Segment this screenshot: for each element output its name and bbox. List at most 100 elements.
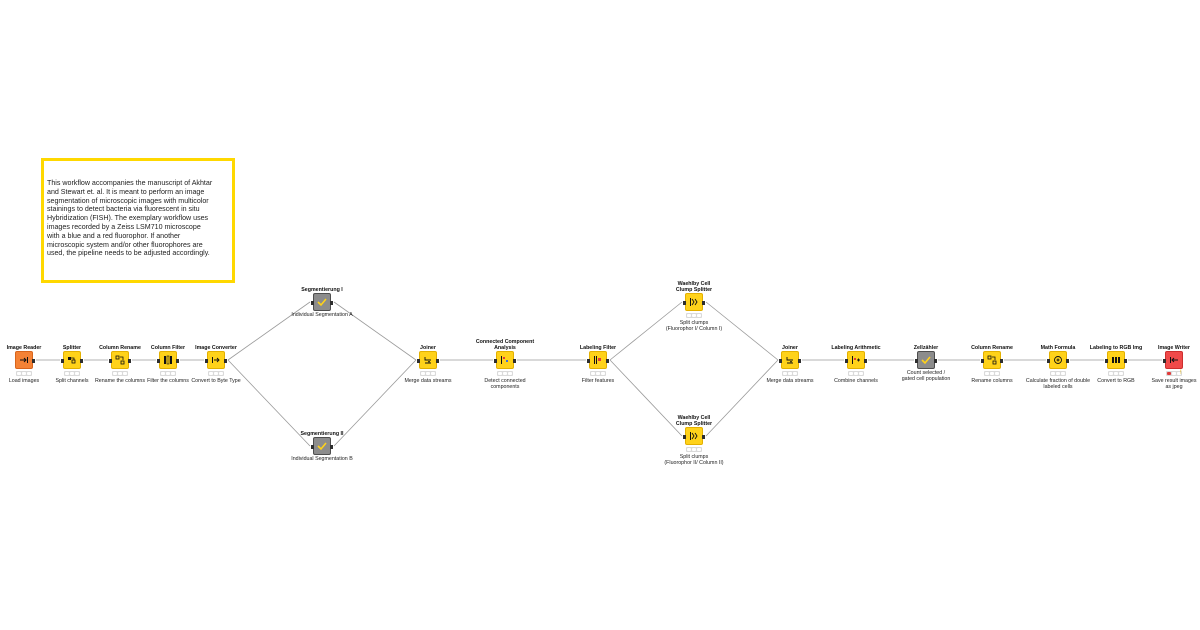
connection-image-converter-to-segmentierung-1[interactable]: [227, 301, 311, 361]
node-annotation[interactable]: Merge data streams: [766, 378, 814, 384]
node-title[interactable]: Joiner: [782, 344, 798, 351]
node-title[interactable]: Column Rename: [971, 344, 1013, 351]
metanode-icon[interactable]: [311, 293, 333, 311]
node-title[interactable]: Column Filter: [150, 344, 186, 351]
output-port[interactable]: [798, 359, 801, 363]
splitter-icon[interactable]: [61, 351, 83, 369]
output-port[interactable]: [330, 445, 333, 449]
node-annotation[interactable]: Split clumps (Fluorophor II/ Column II): [664, 454, 724, 467]
node-title[interactable]: Image Reader: [6, 344, 42, 351]
node-annotation[interactable]: Combine channels: [834, 378, 878, 384]
clump-splitter-icon[interactable]: [683, 427, 705, 445]
node-title[interactable]: Math Formula: [1040, 344, 1076, 351]
node-annotation[interactable]: Split clumps (Fluorophor I/ Column I): [665, 320, 723, 333]
node-image-writer[interactable]: Image Writer!Save result images as jpeg: [1134, 320, 1200, 400]
node-title[interactable]: Joiner: [420, 344, 436, 351]
input-port[interactable]: [779, 359, 782, 363]
writer-icon[interactable]: [1163, 351, 1183, 369]
node-annotation[interactable]: Split channels: [55, 378, 89, 384]
node-segmentierung-2[interactable]: Segmentierung II Individual Segmentation …: [282, 406, 362, 486]
node-title[interactable]: Waehlby Cell Clump Splitter: [675, 414, 713, 427]
clump-splitter-icon[interactable]: [683, 293, 705, 311]
node-title[interactable]: Waehlby Cell Clump Splitter: [675, 280, 713, 293]
connection-segmentierung-2-to-joiner-1[interactable]: [333, 359, 417, 447]
input-port[interactable]: [109, 359, 112, 363]
node-annotation[interactable]: Save result images as jpeg: [1151, 378, 1197, 391]
connection-segmentierung-1-to-joiner-1[interactable]: [333, 301, 417, 361]
input-port[interactable]: [205, 359, 208, 363]
connection-labeling-filter-to-waehlby-1[interactable]: [609, 301, 683, 361]
output-port[interactable]: [436, 359, 439, 363]
output-port[interactable]: [1000, 359, 1003, 363]
node-annotation[interactable]: Merge data streams: [404, 378, 452, 384]
output-port[interactable]: [32, 359, 35, 363]
output-port[interactable]: [224, 359, 227, 363]
output-port[interactable]: [1066, 359, 1069, 363]
node-annotation[interactable]: Rename columns: [971, 378, 1013, 384]
node-annotation[interactable]: Convert to Byte Type: [191, 378, 241, 384]
joiner-icon[interactable]: [417, 351, 439, 369]
filter-icon[interactable]: [157, 351, 179, 369]
joiner-icon[interactable]: [779, 351, 801, 369]
labeling-icon[interactable]: [494, 351, 516, 369]
node-annotation[interactable]: Filter the columns: [147, 378, 189, 384]
input-port[interactable]: [587, 359, 590, 363]
input-port[interactable]: [61, 359, 64, 363]
node-title[interactable]: Column Rename: [99, 344, 141, 351]
node-title[interactable]: Segmentierung I: [301, 286, 343, 293]
input-port[interactable]: [311, 301, 314, 305]
input-port[interactable]: [683, 435, 686, 439]
node-annotation[interactable]: Detect connected components: [484, 378, 526, 391]
connection-labeling-filter-to-waehlby-2[interactable]: [609, 359, 683, 437]
node-annotation[interactable]: Calculate fraction of double labeled cel…: [1025, 378, 1091, 391]
labeling-arithmetic-icon[interactable]: [845, 351, 867, 369]
output-port[interactable]: [80, 359, 83, 363]
node-title[interactable]: Segmentierung II: [300, 430, 344, 437]
input-port[interactable]: [1163, 359, 1166, 363]
connection-waehlby-1-to-joiner-2[interactable]: [705, 301, 779, 361]
reader-icon[interactable]: [15, 351, 35, 369]
output-port[interactable]: [330, 301, 333, 305]
node-annotation[interactable]: Convert to RGB: [1097, 378, 1135, 384]
input-port[interactable]: [417, 359, 420, 363]
node-title[interactable]: Zellzähler: [913, 344, 939, 351]
connection-image-converter-to-segmentierung-2[interactable]: [227, 359, 311, 447]
math-formula-icon[interactable]: [1047, 351, 1069, 369]
node-annotation[interactable]: Individual Segmentation B: [291, 456, 353, 462]
workflow-annotation[interactable]: This workflow accompanies the manuscript…: [41, 158, 235, 283]
node-annotation[interactable]: Rename the columns: [94, 378, 146, 384]
output-port[interactable]: [1124, 359, 1127, 363]
metanode-icon[interactable]: [311, 437, 333, 455]
input-port[interactable]: [157, 359, 160, 363]
labeling-filter-icon[interactable]: [587, 351, 609, 369]
input-port[interactable]: [981, 359, 984, 363]
input-port[interactable]: [1105, 359, 1108, 363]
rename-icon[interactable]: [981, 351, 1003, 369]
input-port[interactable]: [494, 359, 497, 363]
connection-waehlby-2-to-joiner-2[interactable]: [705, 359, 779, 437]
input-port[interactable]: [845, 359, 848, 363]
output-port[interactable]: [513, 359, 516, 363]
input-port[interactable]: [915, 359, 918, 363]
node-title[interactable]: Image Converter: [195, 344, 237, 351]
input-port[interactable]: [311, 445, 314, 449]
node-title[interactable]: Connected Component Analysis: [475, 338, 535, 351]
output-port[interactable]: [176, 359, 179, 363]
input-port[interactable]: [683, 301, 686, 305]
converter-icon[interactable]: [205, 351, 227, 369]
node-title[interactable]: Labeling Filter: [579, 344, 617, 351]
